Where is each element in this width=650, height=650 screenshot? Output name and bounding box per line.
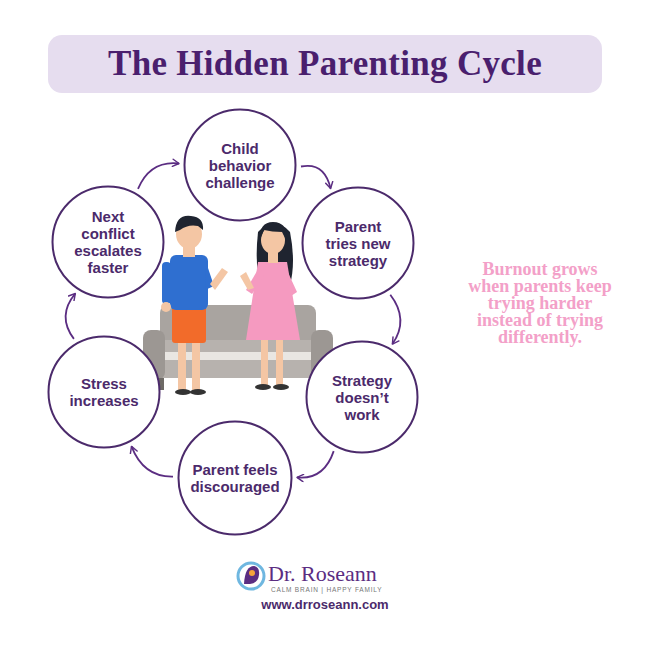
boy-hand <box>161 302 171 312</box>
step-text: Child behavior challenge <box>198 140 282 191</box>
girl-dress <box>246 262 300 340</box>
step-text: Next conflict escalates faster <box>68 208 148 276</box>
cycle-step-circle: Parent tries new strategy <box>301 186 415 300</box>
boy-shoe <box>190 389 206 395</box>
girl-leg <box>276 335 283 385</box>
girl-shoe <box>255 384 271 390</box>
cycle-step-circle: Stress increases <box>47 335 161 449</box>
boy-forearm <box>210 268 228 290</box>
step-text: Parent tries new strategy <box>318 218 398 269</box>
circle-shape <box>303 188 414 299</box>
cycle-arrow <box>132 446 174 476</box>
boy-hair <box>175 216 203 232</box>
boy-leg <box>178 338 186 390</box>
boy-shorts <box>172 305 206 343</box>
girl-hand <box>240 272 254 290</box>
circle-shape <box>49 337 160 448</box>
boy-sleeve <box>162 262 171 304</box>
boy-leg <box>192 338 200 390</box>
step-text: Parent feels discouraged <box>185 461 285 495</box>
girl-shoe <box>273 384 289 390</box>
cycle-arrow <box>301 166 331 189</box>
cycle-arrow <box>390 295 400 344</box>
girl-sleeve <box>281 266 297 296</box>
cycle-arrow <box>138 163 179 189</box>
circle-shape <box>307 342 418 453</box>
circle-shape <box>53 187 164 298</box>
tagline-note: Burnout grows when parents keep trying h… <box>468 261 612 346</box>
title-text: The Hidden Parenting Cycle <box>108 44 542 84</box>
circle-shape <box>179 422 292 535</box>
step-text: Strategy doesn’t work <box>322 372 402 423</box>
couch-seat <box>152 340 324 378</box>
boy-shirt <box>170 255 208 310</box>
boy-shoe <box>175 389 191 395</box>
cycle-step-circle: Parent feels discouraged <box>177 420 293 536</box>
logo-ring <box>238 563 264 589</box>
cycle-step-circle: Child behavior challenge <box>183 108 297 222</box>
text-holder: Parent tries new strategy <box>301 186 415 300</box>
girl-hair <box>260 222 287 242</box>
cycle-step-circle: Strategy doesn’t work <box>305 340 419 454</box>
girl-leg <box>261 335 268 385</box>
title-banner: The Hidden Parenting Cycle <box>48 35 602 93</box>
logo-dot <box>249 570 255 576</box>
text-holder: Stress increases <box>47 335 161 449</box>
cycle-arrow <box>297 451 334 478</box>
brand-tagline: CALM BRAIN | HAPPY FAMILY <box>271 586 382 593</box>
text-holder: Next conflict escalates faster <box>51 185 165 299</box>
step-text: Stress increases <box>62 375 146 409</box>
text-holder: Child behavior challenge <box>183 108 297 222</box>
brand-name: Dr. Roseann <box>268 561 377 587</box>
circle-shape <box>185 110 296 221</box>
logo-head <box>244 566 259 584</box>
cycle-step-circle: Next conflict escalates faster <box>51 185 165 299</box>
couch-stripe <box>152 352 324 360</box>
text-holder: Parent feels discouraged <box>177 420 293 536</box>
text-holder: Strategy doesn’t work <box>305 340 419 454</box>
cycle-arrow <box>66 294 76 339</box>
website-url: www.drroseann.com <box>225 597 425 612</box>
